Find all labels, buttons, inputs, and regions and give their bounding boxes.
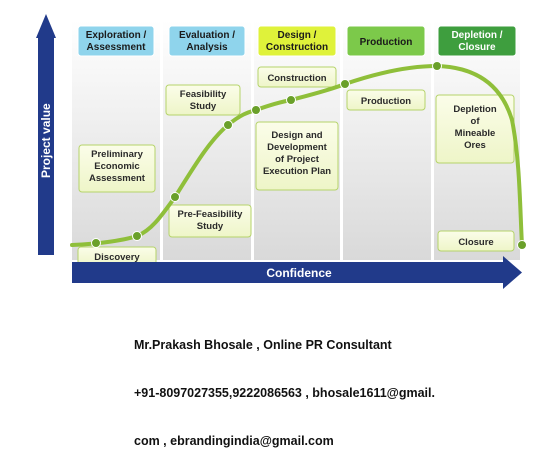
contact-footer: Mr.Prakash Bhosale , Online PR Consultan… [134,305,435,465]
curve-node [223,120,233,130]
y-axis-arrow: Project value [36,14,56,255]
stage-header-box [257,25,337,57]
curve-node [286,95,296,105]
curve-node [251,105,261,115]
curve-node [432,61,442,71]
stage-column-exploration [72,20,160,260]
curve-node [517,240,527,250]
stage-header-box [346,25,426,57]
box-frame [437,230,515,252]
x-axis-arrow: Confidence [72,256,522,289]
box-label: Construction [267,73,326,84]
box-label: Production [361,96,411,107]
footer-line-email: com , ebrandingindia@gmail.com [134,434,334,448]
mining-project-lifecycle-diagram: Exploration /Assessment Evaluation /Anal… [36,14,527,289]
y-axis-label: Project value [39,103,53,178]
stage-header-box [437,25,517,57]
curve-node [340,79,350,89]
box-production: Production [346,89,426,111]
box-frame [78,144,156,193]
stage-header-label: Exploration /Assessment [86,30,147,53]
footer-line-name: Mr.Prakash Bhosale , Online PR Consultan… [134,338,392,352]
box-label: Closure [458,237,493,248]
x-axis-label: Confidence [266,266,332,280]
stage-header-evaluation: Evaluation /Analysis [168,25,246,57]
curve-nodes [91,61,527,250]
curve-node [91,238,101,248]
stage-header-label: Evaluation /Analysis [179,30,235,53]
box-construction: Construction [257,66,337,88]
stage-headers: Exploration /Assessment Evaluation /Anal… [77,25,517,57]
stage-column-production [343,20,431,260]
curve-node [132,231,142,241]
box-frame [257,66,337,88]
stage-header-label: Production [360,37,413,48]
stage-header-design: Design /Construction [257,25,337,57]
stage-header-depletion: Depletion /Closure [437,25,517,57]
stage-header-box [77,25,155,57]
box-frame [165,84,241,116]
box-frame [255,121,339,191]
stage-header-production: Production [346,25,426,57]
stage-header-label: Depletion /Closure [451,30,502,53]
footer-line-phone-email: +91-8097027355,9222086563 , bhosale1611@… [134,386,435,400]
box-frame [168,204,252,238]
box-closure: Closure [437,230,515,252]
stage-header-exploration: Exploration /Assessment [77,25,155,57]
box-label: Discovery [94,252,140,263]
box-frame [346,89,426,111]
curve-node [170,192,180,202]
stage-header-label: Design /Construction [266,30,328,53]
stage-header-box [168,25,246,57]
